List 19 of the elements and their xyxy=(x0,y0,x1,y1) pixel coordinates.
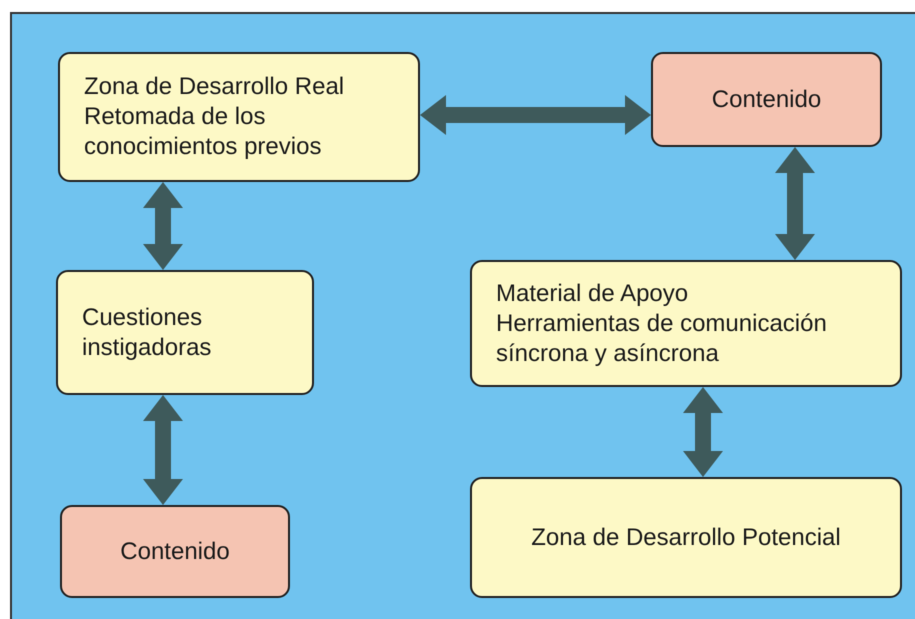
box-heading: Contenido xyxy=(712,84,822,114)
double-arrow xyxy=(683,387,723,477)
double-arrow xyxy=(420,95,651,135)
box-text: Herramientas de comunicación síncrona y asíncrona xyxy=(496,308,828,368)
double-arrow xyxy=(143,395,183,505)
text-box xyxy=(56,270,314,395)
box-heading: Material de Apoyo xyxy=(496,278,688,308)
double-arrow xyxy=(143,182,183,270)
text-box xyxy=(60,505,290,598)
text-box xyxy=(651,52,882,147)
text-box xyxy=(58,52,420,182)
box-heading: Cuestiones instigadoras xyxy=(82,302,212,362)
box-heading: Contenido xyxy=(120,536,230,566)
box-heading: Zona de Desarrollo Potencial xyxy=(531,522,841,552)
double-arrow xyxy=(775,147,815,260)
text-box xyxy=(470,260,902,387)
box-heading: Zona de Desarrollo Real xyxy=(84,72,344,102)
text-box xyxy=(470,477,902,598)
box-text: Retomada de los conocimientos previos xyxy=(84,102,322,162)
